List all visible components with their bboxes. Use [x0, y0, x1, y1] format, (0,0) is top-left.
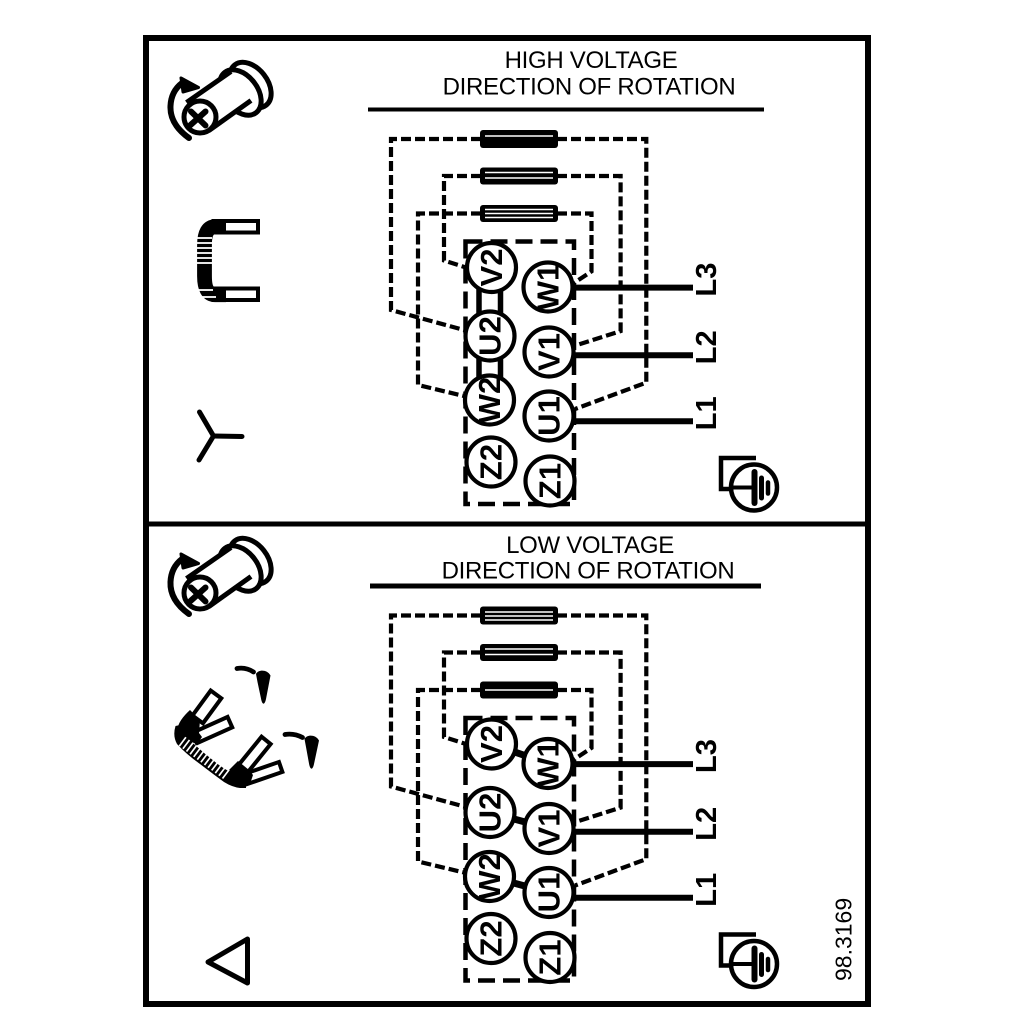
svg-text:HIGH VOLTAGE: HIGH VOLTAGE	[505, 47, 678, 74]
svg-text:LOW VOLTAGE: LOW VOLTAGE	[506, 532, 674, 559]
svg-text:DIRECTION OF ROTATION: DIRECTION OF ROTATION	[442, 558, 735, 585]
svg-text:DIRECTION OF ROTATION: DIRECTION OF ROTATION	[443, 74, 736, 101]
svg-text:98.3169: 98.3169	[831, 898, 857, 981]
